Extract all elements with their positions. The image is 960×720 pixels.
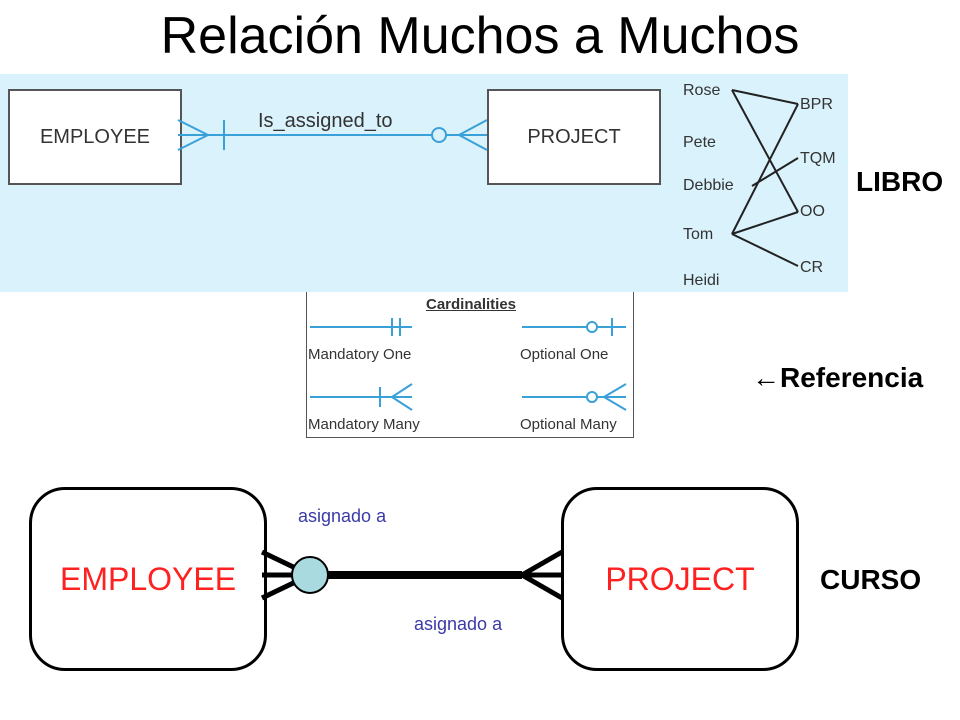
employee-instance-heidi: Heidi (683, 272, 720, 289)
arrow-left-icon: ← (752, 362, 780, 393)
employee-instance-tom: Tom (683, 226, 714, 243)
course-relationship-top-label: asignado a (298, 506, 387, 526)
course-project-entity: PROJECT (561, 487, 799, 671)
reference-side-label: ←Referencia (752, 362, 923, 394)
course-relationship-line (260, 549, 564, 601)
book-employee-entity: EMPLOYEE (8, 89, 182, 185)
project-instance-tqm: TQM (800, 150, 836, 167)
optional-one-label: Optional One (520, 346, 609, 363)
cardinalities-title: Cardinalities (426, 296, 517, 313)
employee-instance-rose: Rose (683, 82, 721, 99)
project-instance-bpr: BPR (800, 96, 833, 113)
optional-many-label: Optional Many (520, 416, 617, 433)
mandatory-one-label: Mandatory One (308, 346, 412, 363)
course-employee-entity: EMPLOYEE (29, 487, 267, 671)
mandatory-many-label: Mandatory Many (308, 416, 420, 433)
employee-instance-debbie: Debbie (683, 177, 734, 194)
book-relationship-line (177, 119, 488, 151)
employee-instance-pete: Pete (683, 134, 716, 151)
book-side-label: LIBRO (856, 166, 944, 197)
project-instance-oo: OO (800, 203, 825, 220)
cardinality-symbols (310, 318, 627, 411)
cardinalities-panel (306, 292, 634, 438)
course-relationship-circle (291, 556, 329, 594)
page-title: Relación Muchos a Muchos (160, 7, 800, 65)
book-project-entity: PROJECT (487, 89, 661, 185)
instance-mapping-lines (731, 89, 799, 267)
reference-text: Referencia (780, 362, 924, 393)
book-relationship-label: Is_assigned_to (258, 110, 393, 132)
project-instance-cr: CR (800, 259, 824, 276)
course-side-label: CURSO (820, 564, 922, 595)
course-relationship-bottom-label: asignado a (414, 614, 503, 634)
